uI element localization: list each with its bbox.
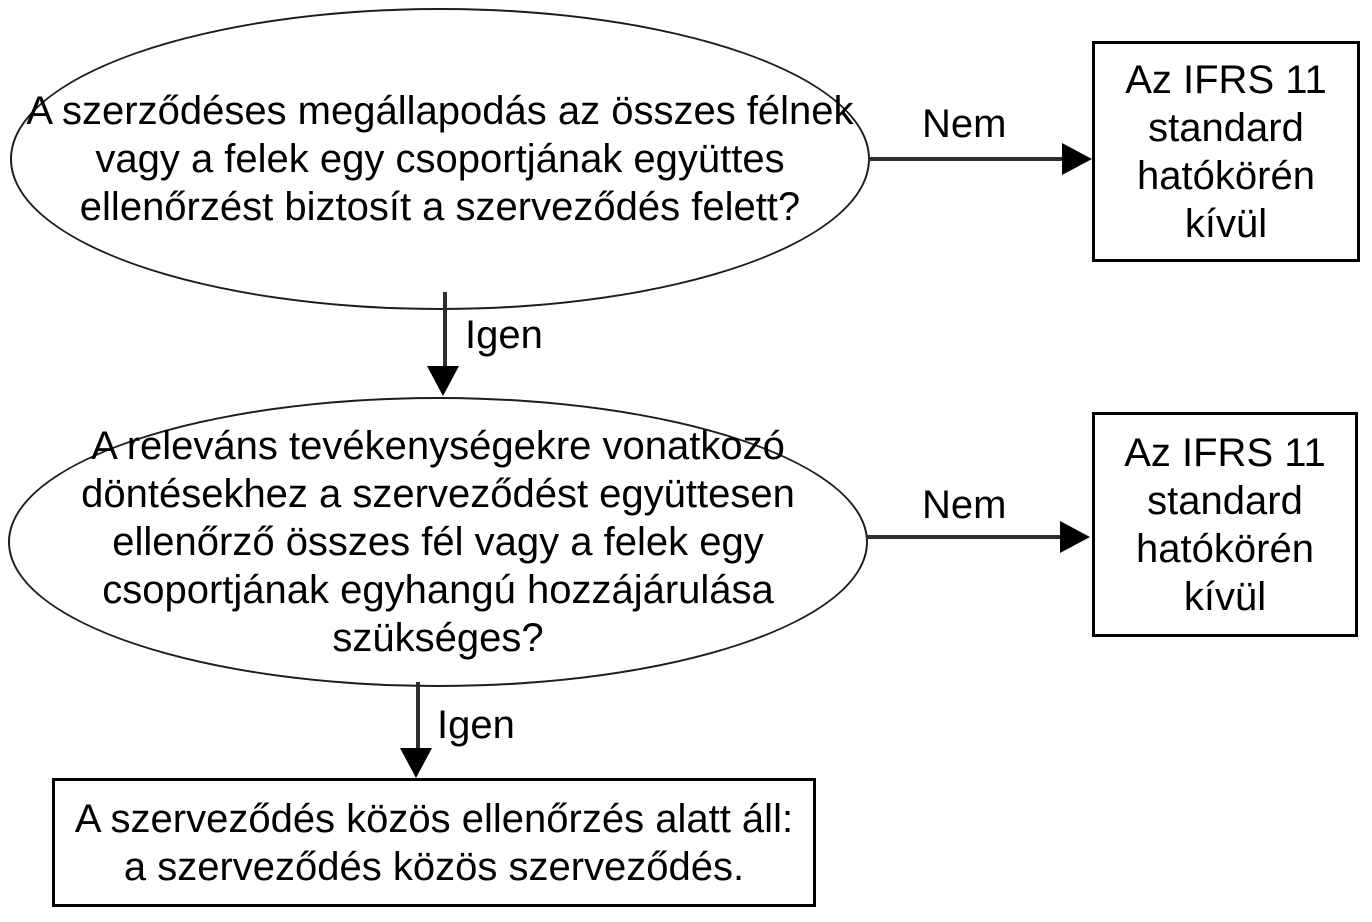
decision-ellipse-contractual-arrangement: A szerződéses megállapodás az összes fél… [10,8,870,310]
decision-ellipse-unanimous-consent-text: A releváns tevékenységekre vonatkozó dön… [81,424,795,660]
result-box-joint-arrangement-text: A szerveződés közös ellenőrzés alatt áll… [74,796,794,889]
decision-ellipse-contractual-arrangement-text: A szerződéses megállapodás az összes fél… [26,89,854,229]
edge-yes-1-label: Igen [465,313,543,357]
edge-no-2-label: Nem [922,483,1007,527]
outcome-box-out-of-scope-1: Az IFRS 11 standard hatókörén kívül [1092,41,1360,262]
edge-yes-1-line [443,292,447,368]
edge-no-2-arrowhead [1060,521,1090,553]
edge-yes-1-arrowhead [427,366,459,396]
outcome-box-out-of-scope-1-text: Az IFRS 11 standard hatókörén kívül [1125,57,1327,246]
edge-no-1-label: Nem [922,102,1007,146]
edge-yes-2-line [416,682,420,752]
edge-yes-2-label: Igen [437,703,515,747]
edge-no-1-arrowhead [1062,143,1092,175]
decision-ellipse-unanimous-consent: A releváns tevékenységekre vonatkozó dön… [8,397,868,687]
edge-yes-2-arrowhead [400,748,432,778]
outcome-box-out-of-scope-2: Az IFRS 11 standard hatókörén kívül [1092,412,1358,637]
edge-no-2-line [866,535,1062,539]
edge-no-1-line [868,157,1064,161]
result-box-joint-arrangement: A szerveződés közös ellenőrzés alatt áll… [52,778,816,907]
outcome-box-out-of-scope-2-text: Az IFRS 11 standard hatókörén kívül [1124,430,1326,619]
